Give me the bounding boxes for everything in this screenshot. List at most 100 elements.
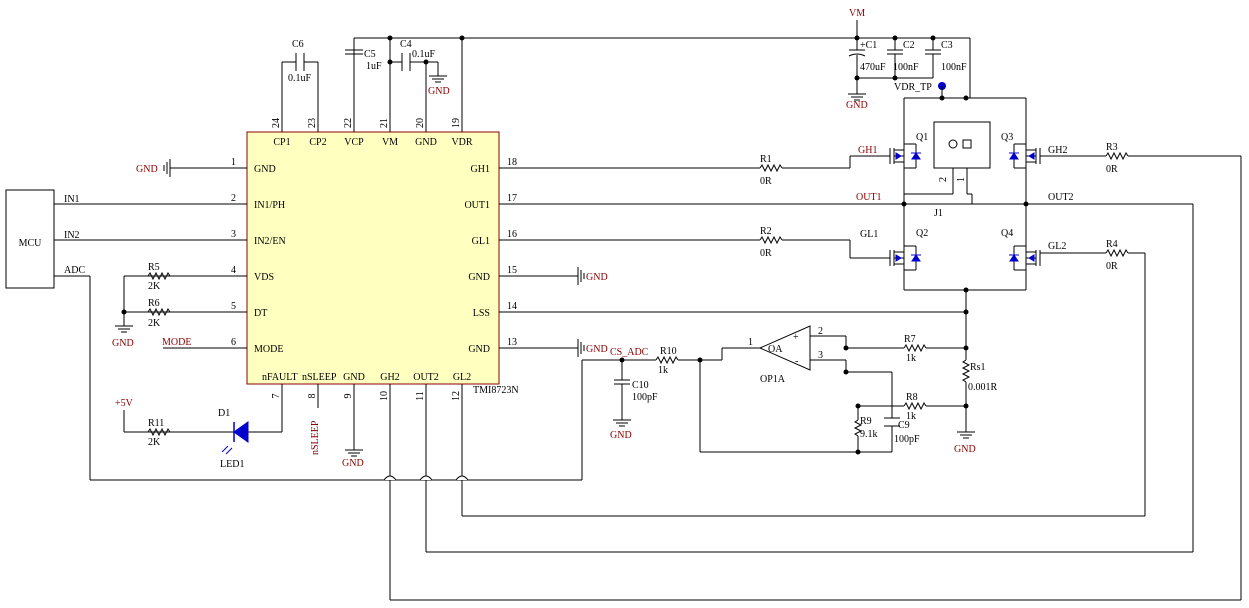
c3-value: 100nF (941, 62, 967, 73)
opamp-name: OA (768, 344, 783, 355)
capacitor-c6: C6 0.1uF (282, 39, 318, 84)
j1-ref: J1 (934, 208, 943, 219)
gnd-symbol-pin9 (344, 443, 364, 457)
c9-ref: C9 (898, 420, 910, 431)
r3-value: 0R (1106, 164, 1118, 175)
pin-4-label: VDS (254, 272, 274, 283)
gnd-pin9-label: GND (342, 458, 364, 469)
mosfet-q2 (889, 243, 922, 273)
junction-dot (963, 309, 969, 315)
c1-value: 470uF (860, 62, 886, 73)
junction-dot (963, 345, 969, 351)
resistor-r1: R1 0R (759, 154, 850, 187)
mcu-label: MCU (19, 238, 43, 249)
resistor-r2: R2 0R (759, 226, 850, 259)
r11-value: 2K (148, 437, 161, 448)
gnd-pin1-label: GND (136, 164, 158, 175)
junction-dot (930, 35, 936, 41)
c10-value: 100pF (632, 392, 658, 403)
mcu-signal-adc: ADC (64, 265, 85, 276)
capacitor-c4: C4 0.1uF (400, 39, 436, 71)
pin-1-num: 1 (231, 157, 236, 168)
r7-ref: R7 (904, 334, 916, 345)
gl2-net-label: GL2 (1048, 241, 1066, 252)
mcu-signal-in2: IN2 (64, 230, 80, 241)
opamp-plus: + (793, 332, 799, 343)
junction-dot (963, 95, 969, 101)
r5-value: 2K (148, 281, 161, 292)
pin-3-label: IN2/EN (254, 236, 286, 247)
resistor-r4: R4 0R (1105, 239, 1145, 272)
pin-12-label: GL2 (453, 372, 471, 383)
c4-value: 0.1uF (412, 49, 436, 60)
pin-4-num: 4 (231, 265, 236, 276)
r6-ref: R6 (148, 298, 160, 309)
pin-16-num: 16 (507, 229, 517, 240)
c5-ref: C5 (364, 49, 376, 60)
pin-23-label: CP2 (309, 137, 326, 148)
resistor-r9: R9 9.1k (853, 416, 878, 452)
pin-24-label: CP1 (273, 137, 290, 148)
resistor-r7: R7 1k (903, 334, 966, 364)
gnd-symbol-pin13 (571, 338, 585, 358)
mcu-signal-in1: IN1 (64, 194, 80, 205)
r1-value: 0R (760, 176, 772, 187)
out2-net-label: OUT2 (1048, 192, 1074, 203)
pin-24-num: 24 (271, 118, 282, 128)
opamp-ref: OP1A (760, 374, 786, 385)
rs1-ref: Rs1 (970, 362, 986, 373)
r3-ref: R3 (1106, 142, 1118, 153)
nsleep-net-label: nSLEEP (310, 420, 321, 455)
gnd-c1-label: GND (846, 100, 868, 111)
junction-dot (892, 75, 898, 81)
pin-21-label: VM (382, 137, 398, 148)
gnd-symbol-pin1 (163, 158, 177, 178)
gnd-c10-label: GND (610, 430, 632, 441)
capacitor-c5: C5 1uF (345, 49, 382, 72)
pin-19-num: 19 (451, 118, 462, 128)
junction-dot (939, 95, 945, 101)
ic-top-pins: 24 23 22 21 20 19 CP1 CP2 VCP VM GND VDR (271, 38, 473, 148)
resistor-r3: R3 0R (1105, 142, 1241, 175)
pin-5-label: DT (254, 308, 267, 319)
junction-dot (901, 201, 907, 207)
pin-18-label: GH1 (471, 164, 490, 175)
pin-13-label: GND (468, 344, 490, 355)
pin-22-num: 22 (343, 118, 354, 128)
pin-9-num: 9 (343, 394, 354, 399)
r2-ref: R2 (760, 226, 772, 237)
r4-ref: R4 (1106, 239, 1118, 250)
r2-value: 0R (760, 248, 772, 259)
q3-ref: Q3 (1001, 132, 1013, 143)
mosfet-q4 (1008, 243, 1041, 273)
gl1-net-label: GL1 (860, 229, 878, 240)
d1-value: LED1 (220, 459, 244, 470)
mode-net-label: MODE (162, 337, 191, 348)
r6-value: 2K (148, 318, 161, 329)
pin-7-num: 7 (271, 394, 282, 399)
resistor-rs1: Rs1 0.001R (961, 359, 998, 428)
j1-pin1: 1 (956, 177, 967, 182)
resistor-r10: R10 1k (655, 346, 722, 376)
r8-ref: R8 (906, 392, 918, 403)
pin-13-num: 13 (507, 337, 517, 348)
pin-10-num: 10 (379, 391, 390, 401)
junction-dot (843, 345, 849, 351)
r4-value: 0R (1106, 261, 1118, 272)
r1-ref: R1 (760, 154, 772, 165)
r10-ref: R10 (660, 346, 677, 357)
pin-8-label: nSLEEP (302, 372, 337, 383)
gnd-symbol-pin15 (571, 266, 585, 286)
r9-value: 9.1k (860, 429, 878, 440)
d1-ref: D1 (218, 408, 230, 419)
ic-left-pins: 1 2 3 4 5 6 GND IN1/PH IN2/EN VDS DT MOD… (54, 157, 286, 355)
c1-ref: +C1 (860, 40, 877, 51)
led-d1: D1 LED1 (218, 408, 249, 470)
r11-ref: R11 (148, 418, 164, 429)
mosfet-q1 (889, 141, 922, 171)
opamp-pin1: 1 (748, 337, 753, 348)
c4-ref: C4 (400, 39, 412, 50)
gnd-pin15-label: GND (586, 272, 608, 283)
pin-3-num: 3 (231, 229, 236, 240)
